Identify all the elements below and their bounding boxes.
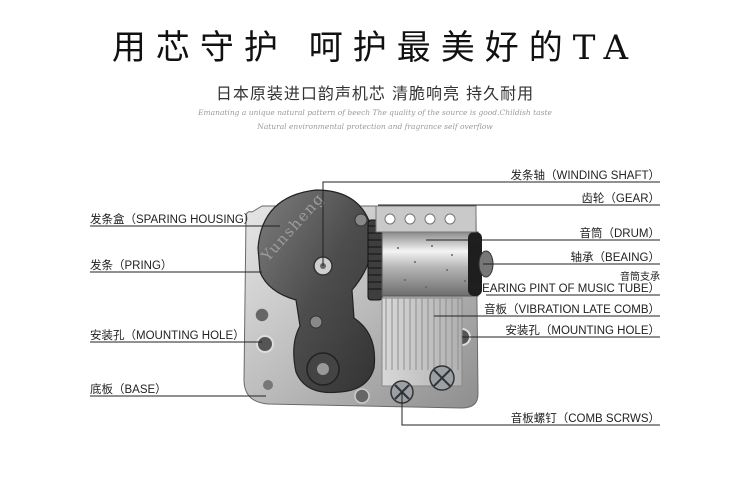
- leader-comb-screws: [401, 392, 660, 426]
- base-hole: [354, 388, 370, 404]
- page-title: 用芯守护 呵护最美好的TA: [111, 28, 639, 68]
- drum: [381, 231, 479, 297]
- page-subtitle: 日本原装进口韵声机芯 清脆响亮 持久耐用: [215, 84, 535, 103]
- label-bearing-pint-cn: 音筒支承: [620, 272, 660, 283]
- label-gear: 齿轮（GEAR）: [581, 193, 660, 205]
- label-sparing-housing: 发条盒（SPARING HOUSING）: [90, 214, 256, 226]
- label-beaing: 轴承（BEAING）: [570, 252, 660, 264]
- tagline-line-2: Natural environmental protection and fra…: [257, 122, 493, 131]
- label-winding-shaft: 发条轴（WINDING SHAFT）: [510, 170, 661, 182]
- mounting-hole-left: [256, 335, 274, 353]
- bearing: [468, 232, 482, 296]
- tagline-line-1: Emanating a unique natural pattern of be…: [198, 108, 552, 117]
- governor-pivot: [309, 315, 323, 329]
- label-comb-screws: 音板螺钉（COMB SCRWS）: [510, 413, 660, 425]
- base-hole: [263, 380, 273, 390]
- base-hole: [254, 307, 270, 323]
- label-base: 底板（BASE）: [90, 384, 167, 396]
- label-mounting-hole-left: 安装孔（MOUNTING HOLE）: [90, 330, 245, 342]
- leader-winding-shaft: [322, 181, 660, 266]
- label-vibration-comb: 音板（VIBRATION LATE COMB）: [484, 304, 660, 316]
- label-drum: 音筒（DRUM）: [579, 228, 661, 240]
- spring-housing: [257, 189, 376, 394]
- label-pring: 发条（PRING）: [90, 260, 173, 272]
- label-mounting-hole-right: 安装孔（MOUNTING HOLE）: [505, 325, 660, 337]
- label-bearing-pint-en: （BEARING PINT OF MUSIC TUBE）: [462, 283, 660, 295]
